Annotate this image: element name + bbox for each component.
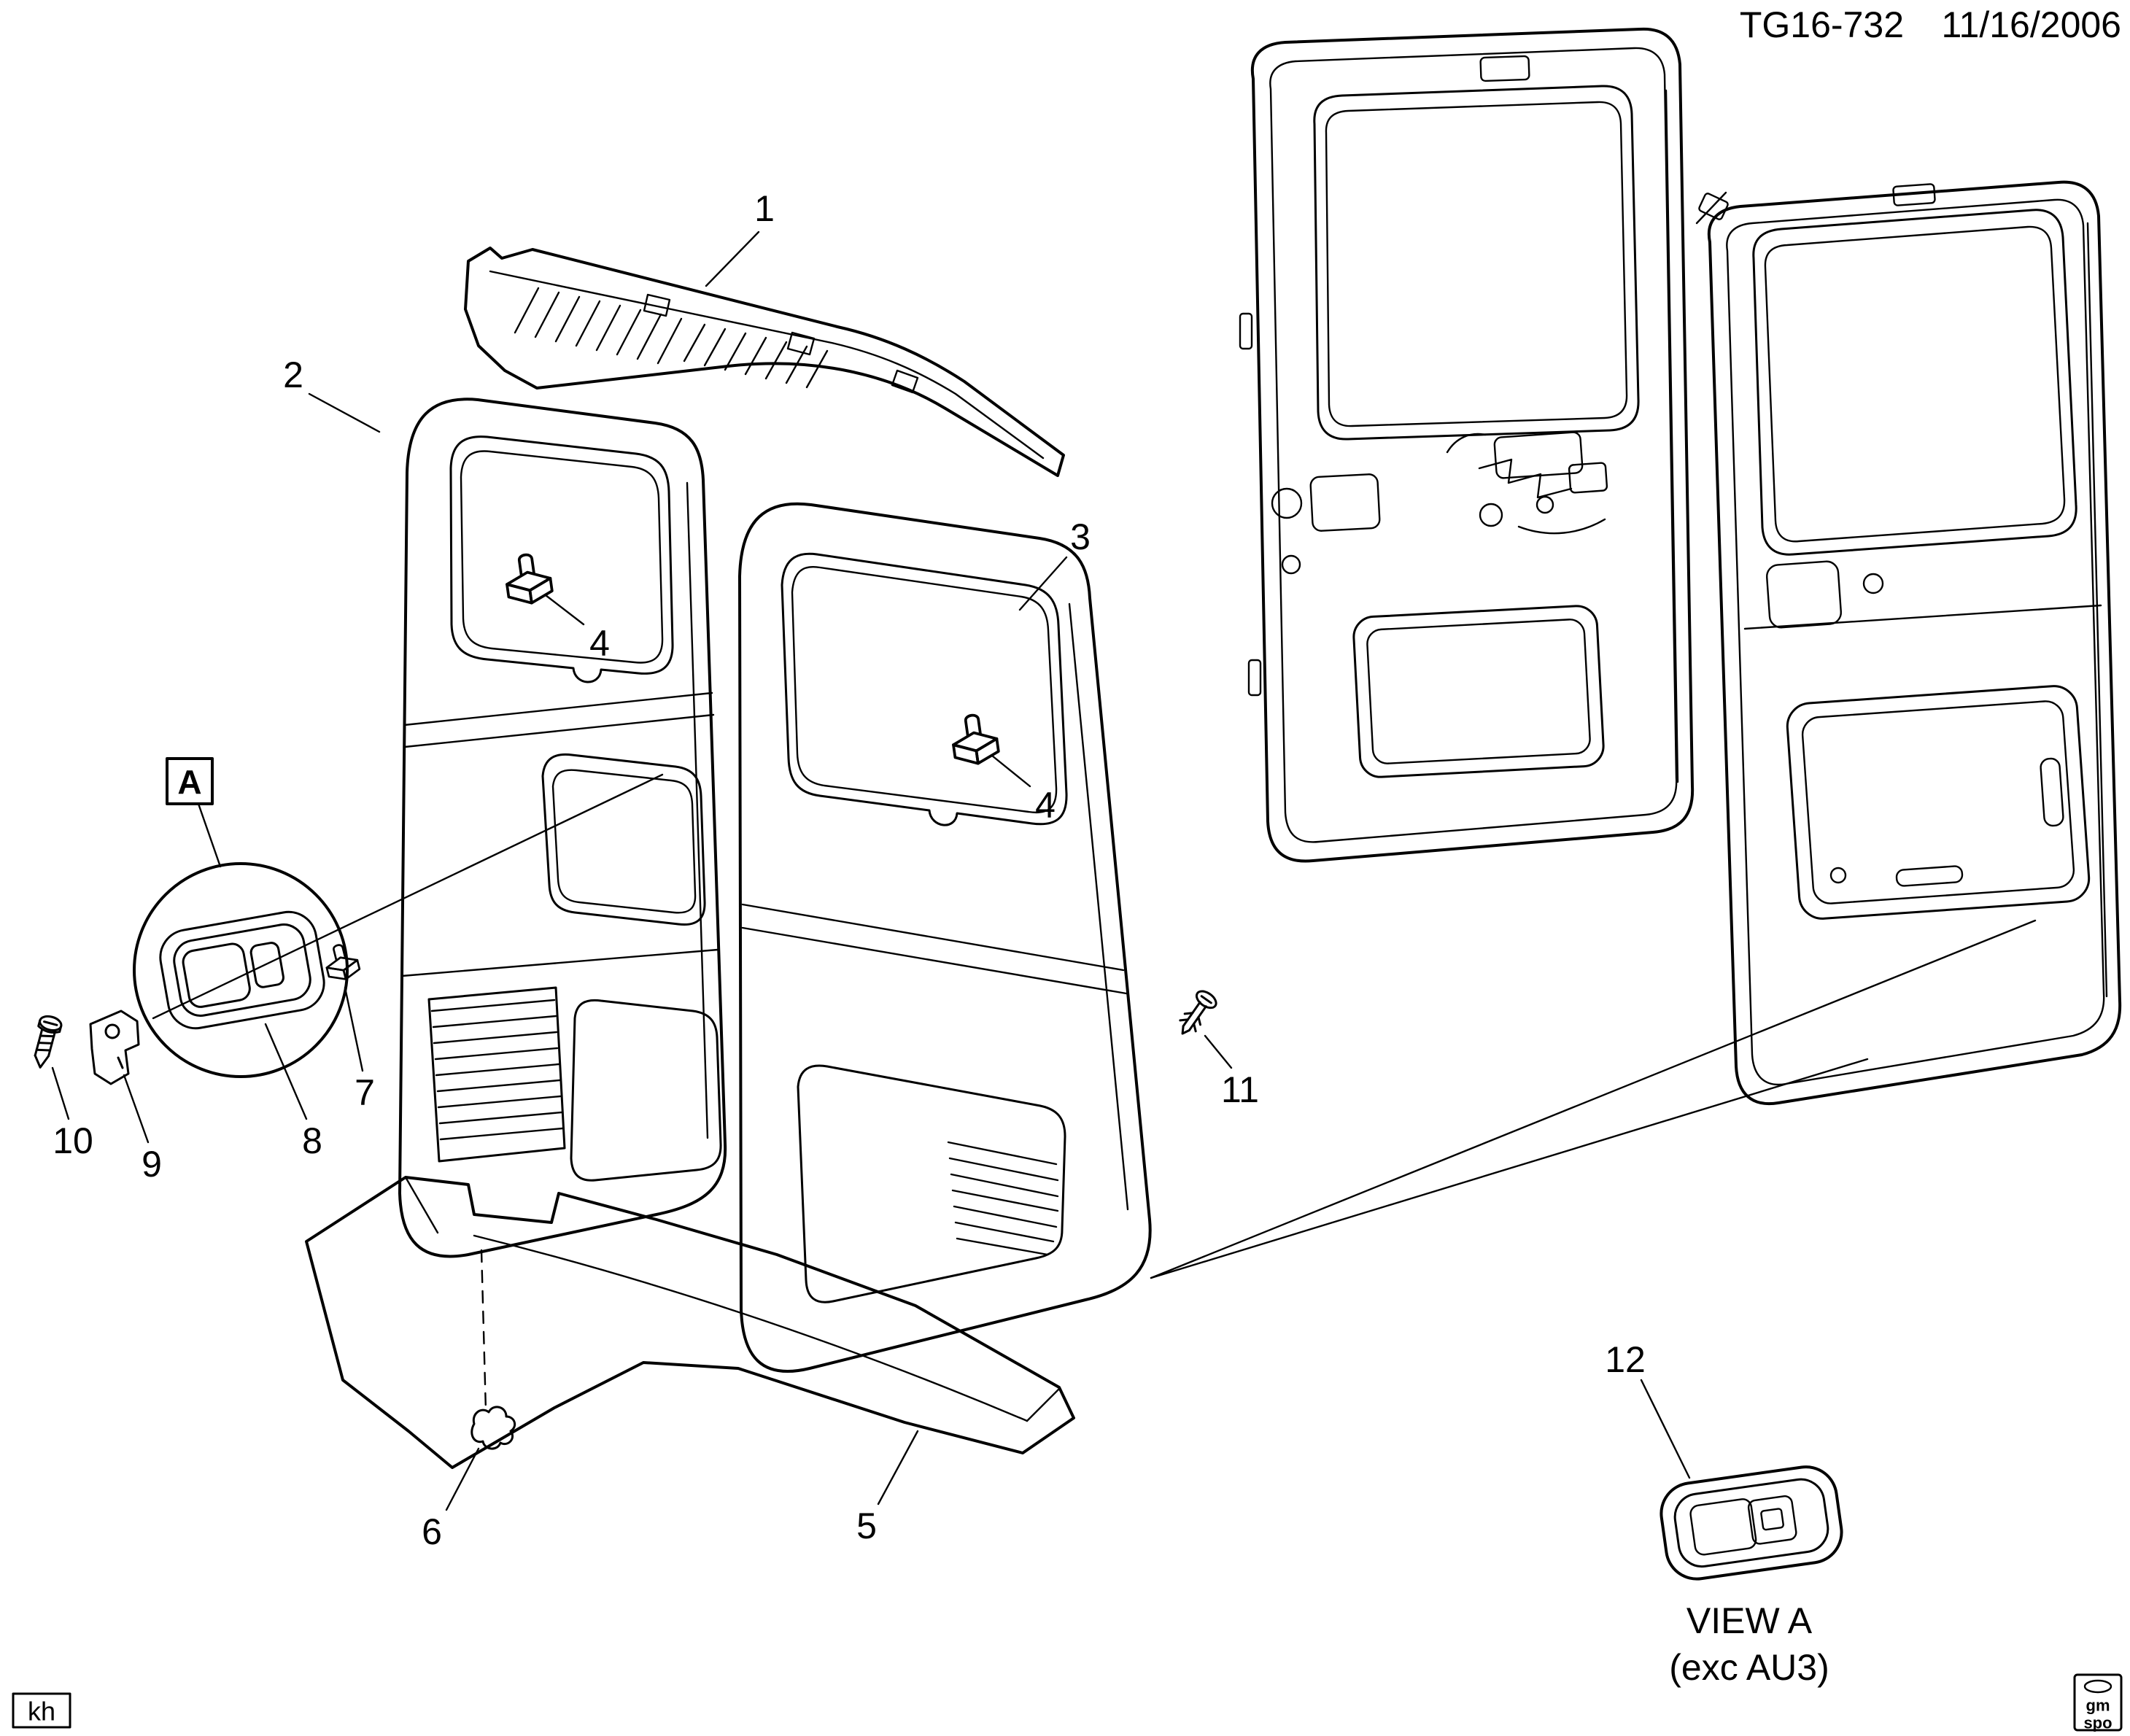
part-11-push-pin: [1179, 990, 1217, 1035]
initials-text: kh: [28, 1697, 55, 1727]
part-2-left-door-trim-panel: [398, 398, 727, 1258]
callout-10: 10: [53, 1120, 93, 1161]
part-5-sill-trim-panel: [305, 1176, 1075, 1469]
callout-6: 6: [422, 1511, 442, 1552]
part-4-clip-right: [948, 710, 1002, 768]
callout-leaders: [51, 230, 1691, 1511]
part-12-switch-bezel: [1660, 1465, 1843, 1581]
detail-a-label: A: [177, 763, 201, 801]
callout-1: 1: [754, 188, 775, 229]
title-block-initials: kh: [12, 1692, 71, 1729]
part-3-louvers: [947, 1141, 1059, 1256]
part-9-bracket: [89, 1010, 140, 1085]
detail-a: [133, 757, 664, 1078]
door-inner-panel-left: [1239, 27, 1695, 863]
callout-2: 2: [283, 354, 303, 395]
callout-7: 7: [355, 1072, 375, 1113]
callout-12: 12: [1605, 1339, 1646, 1380]
part-8-handle-bezel: [159, 910, 325, 1030]
drawing-number: TG16-732: [1740, 4, 1904, 45]
view-a-note: (exc AU3): [1669, 1647, 1829, 1688]
callout-8: 8: [302, 1120, 322, 1161]
logo-line2: spo: [2083, 1714, 2112, 1732]
door-left-lock-hardware: [1446, 431, 1608, 535]
gm-spo-logo: gm spo: [2073, 1673, 2123, 1732]
part-1-louvers-right: [683, 323, 829, 389]
logo-line1: gm: [2086, 1697, 2110, 1715]
part-7-clip: [321, 940, 363, 985]
drawing-date: 11/16/2006: [1941, 4, 2121, 45]
part-2-louvers: [430, 999, 564, 1141]
part-6-clip: [470, 1406, 516, 1450]
part-1-header-trim-panel: [464, 247, 1065, 477]
detail-a-circle: [133, 862, 349, 1078]
part-1-louvers-left: [514, 287, 683, 365]
callout-3: 3: [1070, 516, 1091, 557]
locator-lines: [1150, 919, 2037, 1279]
view-a-title: VIEW A: [1686, 1600, 1813, 1641]
callout-4-left: 4: [589, 623, 610, 664]
part-4-clip-left: [502, 550, 555, 608]
callout-9: 9: [142, 1144, 162, 1185]
door-inner-panel-right: [1695, 180, 2122, 1106]
detail-a-box: [166, 757, 214, 805]
callout-11: 11: [1221, 1069, 1259, 1110]
part-3-right-door-trim-panel: [738, 502, 1152, 1373]
callout-4-right: 4: [1035, 785, 1056, 826]
part-10-screw: [34, 1015, 63, 1069]
callout-5: 5: [856, 1506, 877, 1546]
